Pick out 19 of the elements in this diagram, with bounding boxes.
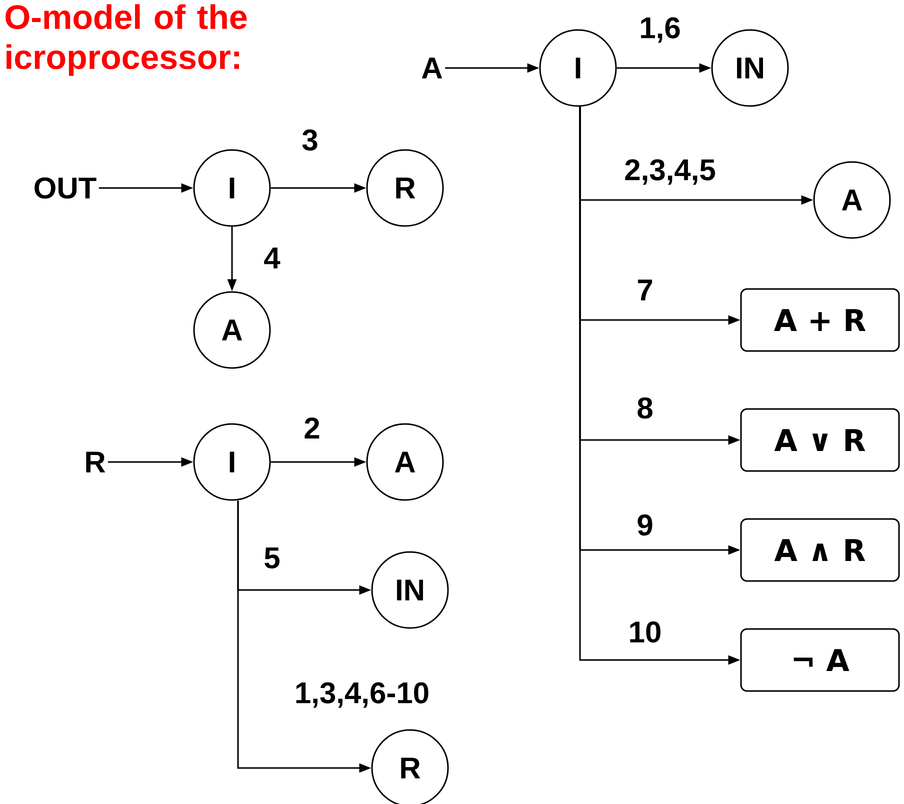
edge-label: 1,6 bbox=[638, 16, 682, 44]
edge-label: 1,3,4,6-10 bbox=[293, 681, 431, 709]
edge-label: 2,3,4,5 bbox=[623, 158, 717, 186]
operation-box: A ∧ R bbox=[740, 518, 900, 582]
title: O-model of the icroprocessor: bbox=[6, 4, 247, 76]
operation-box: A ∨ R bbox=[740, 408, 900, 472]
edge-label: 2 bbox=[302, 416, 322, 440]
signal-label: OUT bbox=[34, 177, 96, 199]
signal-label: A bbox=[422, 58, 442, 78]
edge-label: 9 bbox=[636, 513, 654, 537]
edge-label: 4 bbox=[262, 246, 282, 270]
edge-label: 7 bbox=[636, 278, 654, 302]
operation-box: ¬ A bbox=[740, 628, 900, 692]
edge-label: 8 bbox=[636, 396, 654, 420]
operation-box: A + R bbox=[740, 288, 900, 352]
edge-label: 5 bbox=[262, 546, 282, 570]
edge-label: 3 bbox=[300, 128, 320, 152]
signal-label: R bbox=[86, 452, 106, 472]
edge-label: 10 bbox=[627, 620, 663, 644]
